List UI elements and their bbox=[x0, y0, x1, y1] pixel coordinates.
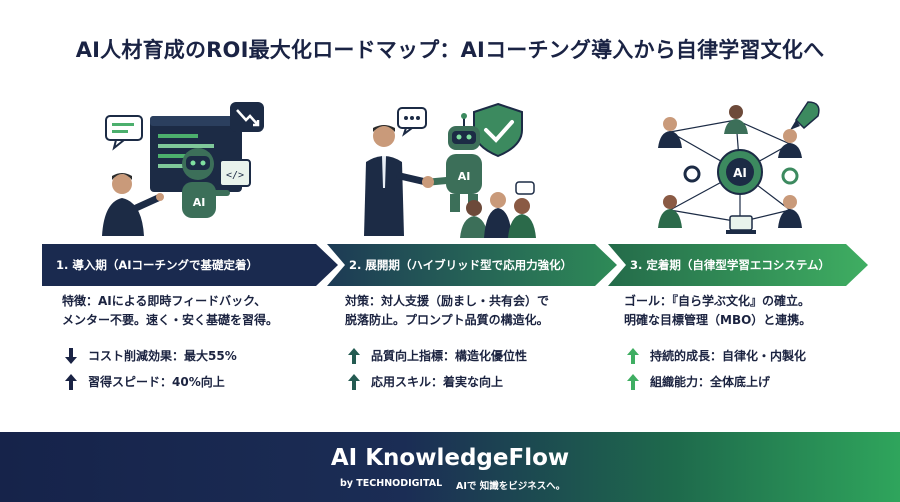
description-line: メンター不要。速く・安く基礎を習得。 bbox=[62, 313, 279, 327]
phase-description-3: ゴール：『自ら学ぶ文化』の確立。 明確な目標管理（MBO）と連携。 bbox=[624, 292, 874, 330]
metric-text: 持続的成長：自律化・内製化 bbox=[650, 349, 807, 363]
arrow-down-icon bbox=[65, 348, 77, 364]
illustration-adoption: </> AI bbox=[92, 98, 282, 238]
arrow-up-icon bbox=[627, 374, 639, 390]
metric-item: 習得スピード：40%向上 bbox=[64, 372, 304, 392]
trend-down-icon bbox=[230, 102, 264, 132]
svg-text:</>: </> bbox=[226, 170, 244, 181]
metric-item: 応用スキル：着実な向上 bbox=[347, 372, 587, 392]
chat-bubble-icon bbox=[105, 115, 143, 151]
phase-description-2: 対策：対人支援（励まし・共有会）で 脱落防止。プロンプト品質の構造化。 bbox=[345, 292, 595, 330]
svg-text:AI: AI bbox=[193, 196, 206, 209]
metric-text: 習得スピード：40%向上 bbox=[88, 375, 225, 389]
description-line: 脱落防止。プロンプト品質の構造化。 bbox=[345, 313, 549, 327]
robot-icon: AI bbox=[182, 148, 230, 218]
svg-text:AI: AI bbox=[733, 166, 747, 180]
brand-name: AI KnowledgeFlow bbox=[330, 445, 570, 471]
metric-item: 組織能力：全体底上げ bbox=[626, 372, 866, 392]
page-title: AI人材育成のROI最大化ロードマップ：AIコーチング導入から自律学習文化へ bbox=[75, 38, 825, 62]
metric-text: 組織能力：全体底上げ bbox=[650, 375, 771, 389]
phase-label: 1. 導入期（AIコーチングで基礎定着） bbox=[56, 258, 259, 272]
metric-item: 持続的成長：自律化・内製化 bbox=[626, 346, 866, 366]
metric-item: コスト削減効果：最大55% bbox=[64, 346, 304, 366]
illustration-ecosystem: AI bbox=[640, 98, 830, 238]
metric-text: 品質向上指標：構造化優位性 bbox=[371, 349, 528, 363]
footer-banner bbox=[0, 432, 900, 502]
metric-text: コスト削減効果：最大55% bbox=[88, 349, 237, 363]
phase-arrow-1: 1. 導入期（AIコーチングで基礎定着） bbox=[42, 244, 338, 286]
phase-label: 2. 展開期（ハイブリッド型で応用力強化） bbox=[349, 258, 573, 272]
metric-item: 品質向上指標：構造化優位性 bbox=[347, 346, 587, 366]
brand-slogan: AIで 知識をビジネスへ。 bbox=[456, 481, 566, 492]
handshake-icon bbox=[396, 172, 456, 188]
team-icon bbox=[460, 181, 536, 238]
illustration-expansion: AI bbox=[356, 98, 546, 238]
phase-description-1: 特徴：AIによる即時フィードバック、 メンター不要。速く・安く基礎を習得。 bbox=[62, 292, 312, 330]
phase-arrow-3: 3. 定着期（自律型学習エコシステム） bbox=[608, 244, 868, 286]
shield-check-icon bbox=[473, 102, 523, 158]
robot-icon: AI bbox=[446, 113, 482, 212]
arrow-up-icon bbox=[348, 374, 360, 390]
brand-byline: by TECHNODIGITAL bbox=[340, 478, 443, 489]
phase-arrow-2: 2. 展開期（ハイブリッド型で応用力強化） bbox=[327, 244, 617, 286]
arrow-up-icon bbox=[627, 348, 639, 364]
rocket-icon bbox=[790, 101, 820, 130]
description-line: 特徴：AIによる即時フィードバック、 bbox=[62, 294, 267, 308]
metric-text: 応用スキル：着実な向上 bbox=[371, 375, 504, 389]
team-icon bbox=[658, 105, 802, 228]
laptop-icon bbox=[726, 215, 756, 234]
arrow-up-icon bbox=[65, 374, 77, 390]
chat-bubble-icon bbox=[397, 107, 427, 137]
description-line: 明確な目標管理（MBO）と連携。 bbox=[624, 313, 812, 327]
person-icon bbox=[102, 173, 164, 236]
svg-text:AI: AI bbox=[458, 170, 471, 183]
businessman-icon bbox=[364, 125, 404, 236]
description-line: ゴール：『自ら学ぶ文化』の確立。 bbox=[624, 294, 811, 308]
description-line: 対策：対人支援（励まし・共有会）で bbox=[345, 294, 550, 308]
gear-icon: AI bbox=[683, 149, 799, 195]
phase-label: 3. 定着期（自律型学習エコシステム） bbox=[630, 258, 831, 272]
arrow-up-icon bbox=[348, 348, 360, 364]
